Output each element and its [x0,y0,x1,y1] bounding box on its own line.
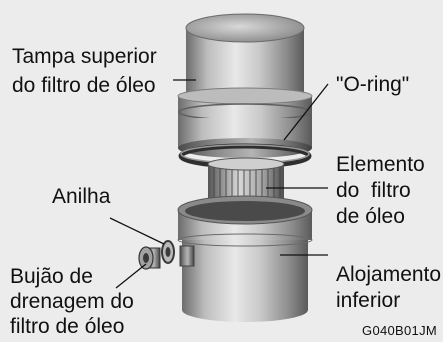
leader-lines [109,79,329,289]
label-filter-element-line3: de óleo [336,205,405,228]
washer [161,240,175,264]
label-upper-cap-line1: Tampa superior [12,45,157,68]
upper-cap [177,13,313,158]
label-lower-housing-line1: Alojamento [336,263,442,286]
label-washer: Anilha [52,185,111,208]
label-drain-plug-line2: drenagem do [10,290,134,313]
drain-plug [138,245,195,270]
label-filter-element-line2: do filtro [336,179,411,202]
label-o-ring: "O-ring" [336,73,410,96]
leader-drain-plug [115,263,147,289]
label-lower-housing-line2: inferior [336,289,401,312]
label-drain-plug-line1: Bujão de [10,265,93,288]
label-filter-element-line1: Elemento [336,153,425,176]
label-upper-cap-line2: do filtro de óleo [12,74,156,97]
lower-housing [177,195,313,322]
leader-o-ring [283,83,329,141]
figure-code: G040B01JM [362,323,437,338]
leader-washer [109,217,165,245]
label-drain-plug-line3: filtro de óleo [10,315,125,338]
